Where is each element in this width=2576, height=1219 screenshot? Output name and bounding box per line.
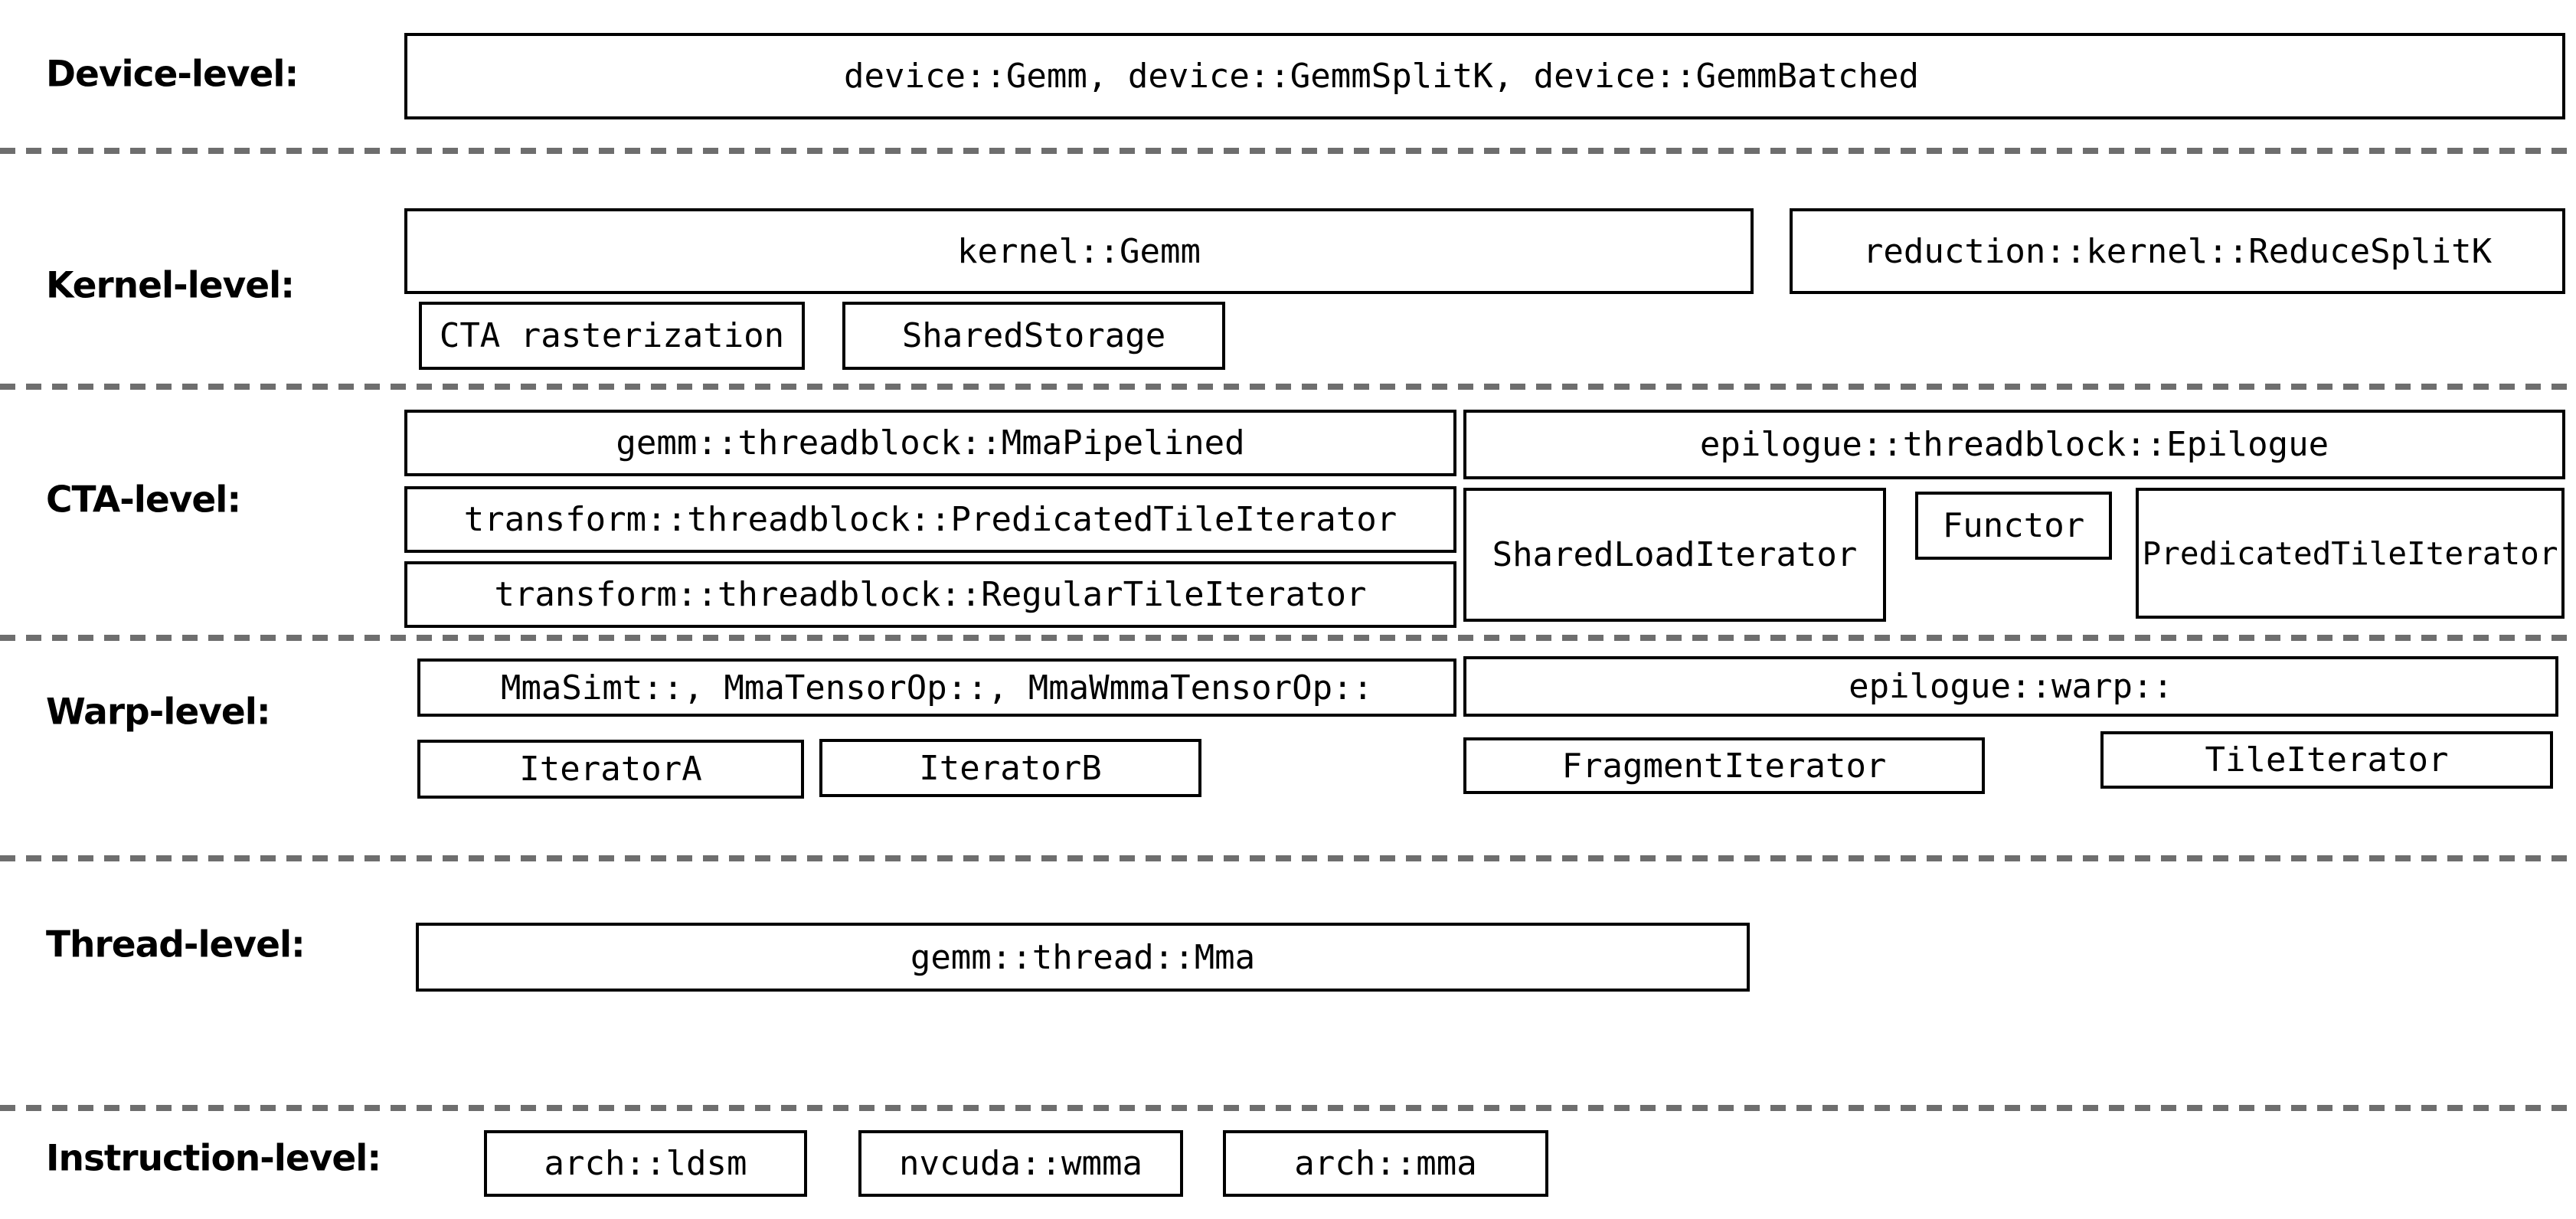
warp-level-label: Warp-level: xyxy=(46,691,271,734)
kernel-level-label: Kernel-level: xyxy=(46,264,295,307)
instruction-level-label: Instruction-level: xyxy=(46,1137,381,1180)
nvcuda-wmma-box: nvcuda::wmma xyxy=(858,1130,1183,1197)
arch-ldsm-box: arch::ldsm xyxy=(484,1130,807,1197)
device-gemm-box: device::Gemm, device::GemmSplitK, device… xyxy=(404,33,2565,119)
epilogue-threadblock-epilogue-box: epilogue::threadblock::Epilogue xyxy=(1463,410,2565,479)
iterator-a-box: IteratorA xyxy=(417,740,804,799)
shared-load-iterator-box: SharedLoadIterator xyxy=(1463,488,1886,622)
tile-iterator-box: TileIterator xyxy=(2100,731,2553,789)
separator-device-kernel xyxy=(0,148,2576,154)
iterator-b-box: IteratorB xyxy=(819,739,1201,797)
gemm-threadblock-mma-pipelined-box: gemm::threadblock::MmaPipelined xyxy=(404,410,1456,476)
epilogue-predicated-tile-iterator-box: PredicatedTileIterator xyxy=(2136,488,2565,619)
warp-mma-variants-box: MmaSimt::, MmaTensorOp::, MmaWmmaTensorO… xyxy=(417,659,1456,717)
epilogue-warp-box: epilogue::warp:: xyxy=(1463,656,2558,717)
separator-thread-instruction xyxy=(0,1105,2576,1111)
fragment-iterator-box: FragmentIterator xyxy=(1463,737,1985,794)
cta-rasterization-box: CTA rasterization xyxy=(419,302,805,370)
device-level-label: Device-level: xyxy=(46,53,299,96)
reduction-kernel-reduce-splitk-box: reduction::kernel::ReduceSplitK xyxy=(1790,208,2565,294)
gemm-thread-mma-box: gemm::thread::Mma xyxy=(416,923,1750,992)
thread-level-label: Thread-level: xyxy=(46,923,306,966)
transform-threadblock-predicated-tile-iterator-box: transform::threadblock::PredicatedTileIt… xyxy=(404,486,1456,553)
functor-box: Functor xyxy=(1915,492,2112,560)
shared-storage-box: SharedStorage xyxy=(842,302,1225,370)
arch-mma-box: arch::mma xyxy=(1223,1130,1548,1197)
kernel-gemm-box: kernel::Gemm xyxy=(404,208,1754,294)
separator-warp-thread xyxy=(0,855,2576,861)
separator-cta-warp xyxy=(0,635,2576,641)
cta-level-label: CTA-level: xyxy=(46,479,241,521)
separator-kernel-cta xyxy=(0,384,2576,390)
transform-threadblock-regular-tile-iterator-box: transform::threadblock::RegularTileItera… xyxy=(404,561,1456,628)
